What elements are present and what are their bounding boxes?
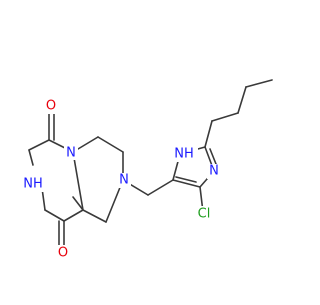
bonds <box>28 79 273 252</box>
label-mask <box>64 145 78 160</box>
label-mask <box>170 146 198 162</box>
label-mask <box>193 206 215 222</box>
bond <box>28 139 50 151</box>
oxygen-label: O <box>46 99 56 114</box>
bond <box>63 209 84 222</box>
bond <box>72 151 84 211</box>
bond <box>147 179 174 196</box>
nh-label: NH <box>23 177 43 192</box>
chlorine-label: Cl <box>198 207 211 222</box>
atom-labels: O O NH N N NH N Cl <box>20 98 221 261</box>
bond <box>28 149 34 166</box>
bond <box>44 209 65 222</box>
bond <box>97 136 124 153</box>
bond <box>211 112 239 122</box>
nitrogen-label: N <box>66 146 76 161</box>
nitrogen-label: N <box>209 164 219 179</box>
bond <box>172 179 201 188</box>
bond <box>245 79 273 88</box>
oxygen-label: O <box>58 246 68 261</box>
label-mask <box>207 164 221 179</box>
nh-label: NH <box>174 147 194 162</box>
bond <box>72 196 84 211</box>
bond <box>237 86 247 114</box>
bond <box>175 176 197 183</box>
molecule-canvas: O O NH N N NH N Cl <box>20 79 273 261</box>
label-mask <box>117 173 131 188</box>
label-mask <box>42 98 60 114</box>
structure-diagram: O O NH N N NH N Cl <box>20 79 273 261</box>
bond <box>204 120 213 148</box>
bond <box>82 209 107 223</box>
label-mask <box>20 176 48 192</box>
label-mask <box>54 245 72 261</box>
nitrogen-label: N <box>119 173 129 188</box>
